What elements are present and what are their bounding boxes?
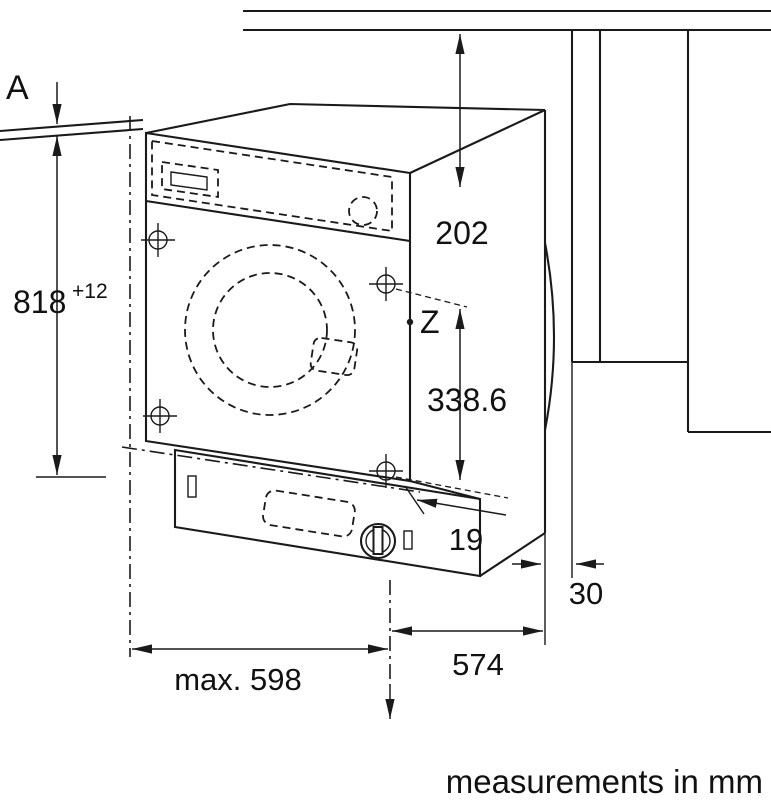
control-panel-outline <box>151 139 393 233</box>
adjacent-cabinet-profile <box>570 30 771 434</box>
fixing-points <box>141 223 403 488</box>
plinth-small-fitting <box>403 530 413 550</box>
label-section-a: A <box>6 69 29 107</box>
footer-note: measurements in mm <box>446 763 763 800</box>
machine-door-side-bulge <box>543 242 556 431</box>
dim-19-tick <box>404 485 425 515</box>
machine-side-bottom-edge <box>479 532 546 577</box>
drain-knob-slot <box>372 526 384 555</box>
control-panel-divider <box>145 199 411 243</box>
plinth-handle <box>187 475 197 498</box>
dimension-lines <box>36 34 604 719</box>
z-leader-line <box>395 288 468 308</box>
fixing-point-top-right-z <box>369 267 403 301</box>
hidden-detail-lines <box>151 139 509 538</box>
service-flap-window <box>262 489 356 538</box>
fixing-point-top-left <box>141 223 175 257</box>
dim-label-574: 574 <box>452 647 504 682</box>
dim-19-arrow <box>416 498 507 516</box>
detergent-drawer-outline <box>161 160 219 199</box>
door-detail-rect <box>309 336 359 377</box>
fixing-point-bottom-right <box>369 454 403 488</box>
dim-label-598: max. 598 <box>174 662 302 697</box>
dim-label-19: 19 <box>449 522 483 557</box>
plinth-outline <box>173 448 482 578</box>
z-reference-dot <box>406 318 414 326</box>
program-knob-outline <box>348 196 378 226</box>
door-outer-circle <box>184 244 356 416</box>
fixing-point-bottom-left <box>143 399 177 433</box>
worktop-left-top-line <box>0 118 144 133</box>
worktop <box>0 9 771 142</box>
door-inner-circle <box>212 272 328 388</box>
detergent-drawer-inner <box>170 171 208 191</box>
label-fixing-point-z: Z <box>420 304 440 340</box>
reference-lines <box>121 116 421 686</box>
washing-machine <box>144 102 556 578</box>
machine-top-face <box>145 102 546 174</box>
dim-label-niche-height-tolerance: +12 <box>72 280 108 303</box>
dim-label-30: 30 <box>569 576 603 611</box>
dim-label-202: 202 <box>435 215 488 251</box>
drain-knob-outer <box>359 522 397 560</box>
dim-label-niche-height: 818 <box>13 284 66 320</box>
niche-bottom-line <box>121 446 421 493</box>
dim-label-338: 338.6 <box>427 382 507 418</box>
plinth-connector-edge <box>409 479 481 501</box>
dimension-labels: A 818 +12 202 Z 338.6 19 30 574 max. 598… <box>6 69 763 800</box>
worktop-left-bottom-line <box>0 127 144 142</box>
lower-fixing-leader-line <box>395 476 509 499</box>
